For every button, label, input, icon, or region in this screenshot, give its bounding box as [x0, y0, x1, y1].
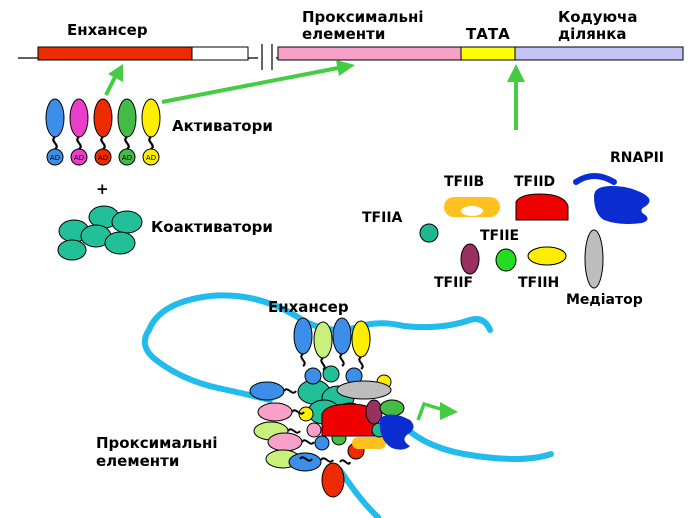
tfiid-label: TFIID [514, 174, 555, 190]
complex-tfiie [379, 399, 405, 417]
tfiia-shape [419, 223, 439, 243]
activator-blue: AD [45, 98, 65, 166]
mediator-shape [584, 229, 604, 289]
tfiih-shape [527, 246, 567, 266]
coding-label-line2: ділянка [558, 25, 627, 43]
spacer-region [191, 46, 249, 61]
dna-loop-right [395, 417, 554, 462]
dna-loop-left [141, 327, 273, 403]
enhancer-region [37, 46, 193, 61]
arrow-to-enhancer-head [108, 64, 123, 82]
plus-sign: + [96, 180, 109, 198]
complex-tfiif [365, 399, 383, 425]
tfiib-shape [444, 197, 500, 217]
binding-arrows [104, 60, 525, 130]
general-transcription-factors: TFIIB TFIID RNAPII TFIIA TFIIE TFIIF TFI… [362, 150, 664, 308]
rnapii-shape [573, 173, 650, 224]
arrow-to-enhancer-shaft [104, 74, 118, 96]
tfiie-shape [495, 248, 517, 272]
arrow-to-proximal-shaft [161, 66, 339, 104]
activator-red: AD [93, 98, 113, 166]
proximal-region [277, 46, 462, 61]
tfiif-label: TFIIF [434, 275, 473, 291]
ad-label: AD [74, 154, 84, 162]
complex-mediator [336, 380, 392, 400]
activators-label: Активатори [172, 117, 273, 135]
tfiib-label: TFIIB [444, 174, 484, 190]
complex-rnapii [379, 414, 414, 450]
proximal-top-label-line1: Проксимальні [302, 8, 424, 26]
ad-label: AD [98, 154, 108, 162]
coactivators-label: Коактиватори [151, 218, 273, 236]
mediator-label: Медіатор [566, 292, 643, 308]
tfiif-shape [460, 243, 480, 275]
proximal-bottom-label-line1: Проксимальні [96, 434, 218, 452]
coding-region [514, 46, 684, 61]
ad-label: AD [122, 154, 132, 162]
proximal-bottom-label-line2: елементи [96, 452, 179, 470]
complex-proximal-activators [249, 381, 351, 498]
activators-group: AD AD AD AD AD [45, 98, 161, 166]
activator-yellow: AD [141, 98, 161, 166]
tfiie-label: TFIIE [480, 228, 519, 244]
tfiih-label: TFIIH [518, 275, 559, 291]
complex-enhancer-activators [293, 317, 371, 371]
arrow-to-tata-head [507, 64, 525, 82]
tfiid-shape [515, 193, 569, 221]
coding-label-line1: Кодуюча [558, 8, 637, 26]
activator-green: AD [117, 98, 137, 166]
ad-label: AD [146, 154, 156, 162]
ad-label: AD [50, 154, 60, 162]
assembled-complex: Енхансер Проксимальні елементи [96, 292, 554, 518]
transcription-start-arrow [416, 401, 458, 421]
coactivators-group [57, 205, 143, 261]
gene-map: Енхансер Проксимальні елементи ТАТА Коду… [18, 8, 684, 70]
activator-magenta: AD [69, 98, 89, 166]
enhancer-top-label: Енхансер [67, 21, 148, 39]
rnapii-label: RNAPII [610, 150, 664, 166]
arrow-to-proximal-head [336, 60, 355, 76]
proximal-top-label-line2: елементи [302, 25, 385, 43]
tfiia-label: TFIIA [362, 210, 403, 226]
tata-label: ТАТА [466, 25, 510, 43]
tata-region [460, 46, 516, 61]
dna-loop-bottom [337, 467, 381, 518]
complex-tfiib [352, 437, 386, 449]
enhancer-bottom-label: Енхансер [268, 298, 349, 316]
